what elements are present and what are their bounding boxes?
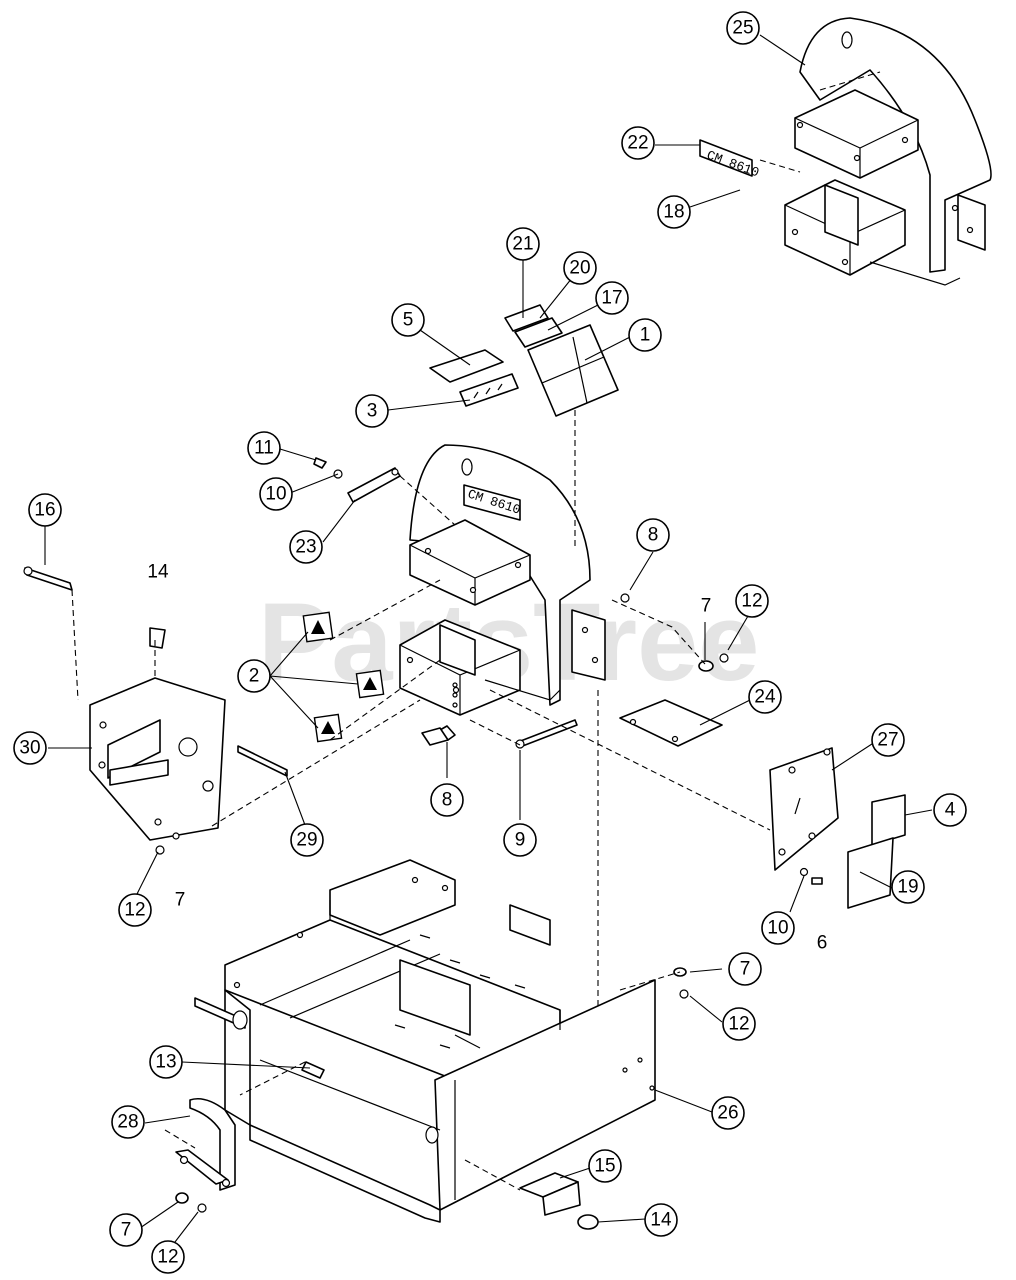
warning-decals (302, 611, 385, 743)
callout-12-frame: 12 (722, 1007, 756, 1041)
alignment-lines (71, 71, 881, 1191)
callout-8-bottom: 8 (430, 783, 464, 817)
svg-text:29: 29 (296, 830, 317, 851)
callout-24: 24 (748, 680, 782, 714)
decal-stack (429, 304, 619, 417)
callout-8-top: 8 (636, 518, 670, 552)
callout-12-bottom: 12 (151, 1240, 185, 1274)
callout-13: 13 (149, 1045, 183, 1079)
svg-text:15: 15 (594, 1156, 615, 1177)
svg-text:12: 12 (728, 1014, 749, 1035)
svg-text:27: 27 (877, 730, 898, 751)
svg-text:14: 14 (650, 1210, 672, 1231)
lower-hardware (175, 967, 689, 1230)
leader-lines (44, 34, 933, 1243)
callout-30: 30 (13, 731, 47, 765)
main-frame-26 (194, 859, 656, 1223)
callout-21: 21 (506, 227, 540, 261)
svg-text:10: 10 (265, 484, 286, 505)
svg-text:7: 7 (701, 596, 712, 617)
svg-text:6: 6 (817, 933, 828, 954)
svg-text:12: 12 (741, 591, 762, 612)
callout-7-frame: 7 (728, 952, 762, 986)
blower-housing-assembly: CM 8610 (399, 444, 606, 716)
svg-text:21: 21 (512, 234, 533, 255)
svg-text:4: 4 (945, 800, 956, 821)
svg-text:1: 1 (640, 325, 651, 346)
svg-text:3: 3 (367, 401, 378, 422)
callout-11: 11 (247, 431, 281, 465)
svg-text:8: 8 (648, 525, 659, 546)
svg-text:14: 14 (147, 562, 169, 583)
callout-3: 3 (355, 394, 389, 428)
pin-23 (313, 457, 401, 503)
callout-19: 19 (891, 870, 925, 904)
svg-text:16: 16 (34, 500, 55, 521)
callout-23: 23 (289, 530, 323, 564)
callout-18: 18 (657, 195, 691, 229)
callout-1: 1 (628, 318, 662, 352)
callout-28: 28 (111, 1105, 145, 1139)
svg-text:13: 13 (155, 1052, 176, 1073)
svg-text:11: 11 (254, 438, 274, 459)
svg-text:30: 30 (19, 738, 40, 759)
callout-5: 5 (391, 303, 425, 337)
callout-14-bottom: 14 (644, 1203, 678, 1237)
callouts: 25 22 18 21 20 17 1 5 3 11 10 23 16 14 8… (13, 11, 967, 1274)
callout-7-left-plain: 7 (175, 890, 186, 911)
callout-16: 16 (28, 493, 62, 527)
callout-7-bottom: 7 (109, 1213, 143, 1247)
svg-text:19: 19 (897, 877, 918, 898)
callout-7-right-plain: 7 (701, 596, 712, 617)
callout-26: 26 (711, 1096, 745, 1130)
small-hardware (421, 593, 729, 749)
svg-text:24: 24 (754, 687, 776, 708)
svg-text:25: 25 (732, 18, 753, 39)
callout-15: 15 (588, 1149, 622, 1183)
top-housing-assembly (784, 17, 992, 286)
svg-text:5: 5 (403, 310, 414, 331)
svg-text:7: 7 (121, 1220, 132, 1241)
callout-10: 10 (259, 477, 293, 511)
svg-text:22: 22 (627, 133, 648, 154)
svg-text:17: 17 (601, 288, 622, 309)
callout-27: 27 (871, 723, 905, 757)
decal-22: CM 8610 (699, 139, 761, 180)
callout-17: 17 (595, 281, 629, 315)
plate-27 (769, 747, 906, 909)
svg-text:23: 23 (295, 537, 316, 558)
svg-text:26: 26 (717, 1103, 738, 1124)
callout-12-left: 12 (118, 893, 152, 927)
callout-10-right: 10 (761, 911, 795, 945)
callout-25: 25 (726, 11, 760, 45)
svg-text:18: 18 (663, 202, 684, 223)
callout-9: 9 (503, 823, 537, 857)
callout-29: 29 (290, 823, 324, 857)
side-bracket-30 (23, 566, 288, 855)
svg-text:8: 8 (442, 790, 453, 811)
callout-6-plain: 6 (817, 933, 828, 954)
callout-4: 4 (933, 793, 967, 827)
svg-text:10: 10 (767, 918, 788, 939)
callout-14-plain: 14 (147, 562, 169, 583)
callout-22: 22 (621, 126, 655, 160)
svg-text:28: 28 (117, 1112, 138, 1133)
svg-text:2: 2 (249, 666, 260, 687)
svg-text:12: 12 (157, 1247, 178, 1268)
svg-text:9: 9 (515, 830, 526, 851)
callout-12-right: 12 (735, 584, 769, 618)
svg-text:7: 7 (175, 890, 186, 911)
callout-2: 2 (237, 659, 271, 693)
svg-text:7: 7 (740, 959, 751, 980)
svg-text:20: 20 (569, 258, 590, 279)
svg-text:12: 12 (124, 900, 145, 921)
callout-20: 20 (563, 251, 597, 285)
